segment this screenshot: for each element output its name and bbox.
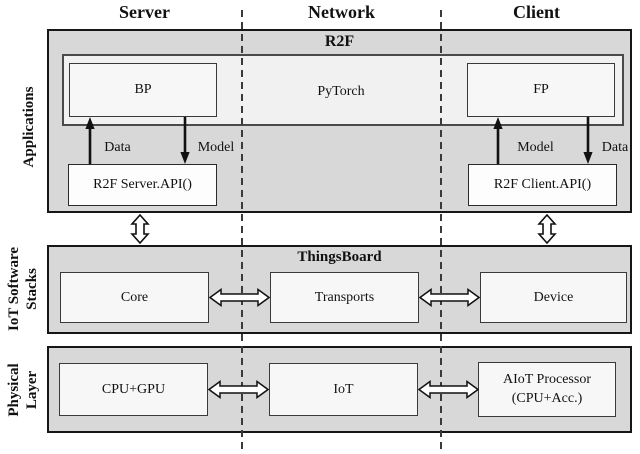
column-header-server: Server [119,1,170,22]
side-label-iot-line1: IoT Software [6,246,22,332]
bp-box: BP [69,63,217,117]
core-box: Core [60,272,209,323]
server-layer-connector-double-arrow-icon [129,214,151,244]
r2f-server-api-box: R2F Server.API() [68,164,217,206]
iot-aiot-double-arrow-icon [418,380,479,399]
iot-box: IoT [269,363,418,416]
client-data-down-arrow-icon [581,117,595,164]
device-box: Device [480,272,627,323]
side-label-physical-line2: Layer [24,370,40,410]
client-data-label: Data [601,140,629,155]
aiot-processor-line2: (CPU+Acc.) [511,390,583,406]
client-layer-connector-double-arrow-icon [536,214,558,244]
aiot-processor-box: AIoT Processor (CPU+Acc.) [478,362,616,417]
core-transports-double-arrow-icon [209,288,270,307]
server-model-label: Model [197,140,235,155]
dashed-separator-network-client [440,10,442,451]
client-model-up-arrow-icon [491,117,505,164]
cpu-gpu-box: CPU+GPU [59,363,208,416]
r2f-title: R2F [324,32,355,50]
side-label-applications: Applications [21,86,37,168]
server-data-label: Data [104,140,131,155]
transports-device-double-arrow-icon [419,288,480,307]
aiot-processor-line1: AIoT Processor [502,371,591,387]
side-label-iot-software-stacks: IoT Software Stacks [4,234,42,344]
fp-box: FP [467,63,615,117]
column-header-client: Client [513,1,560,22]
side-label-physical-layer: Physical Layer [4,335,42,445]
column-header-network: Network [308,1,375,22]
dashed-separator-server-network [241,10,243,451]
transports-box: Transports [270,272,419,323]
r2f-client-api-box: R2F Client.API() [468,164,617,206]
cpugpu-iot-double-arrow-icon [208,380,269,399]
server-model-down-arrow-icon [178,117,192,164]
side-label-physical-line1: Physical [6,363,22,417]
side-label-iot-line2: Stacks [24,268,40,310]
server-data-up-arrow-icon [83,117,97,164]
thingsboard-title: ThingsBoard [297,248,382,265]
pytorch-label: PyTorch [317,84,365,99]
client-model-label: Model [517,140,554,155]
